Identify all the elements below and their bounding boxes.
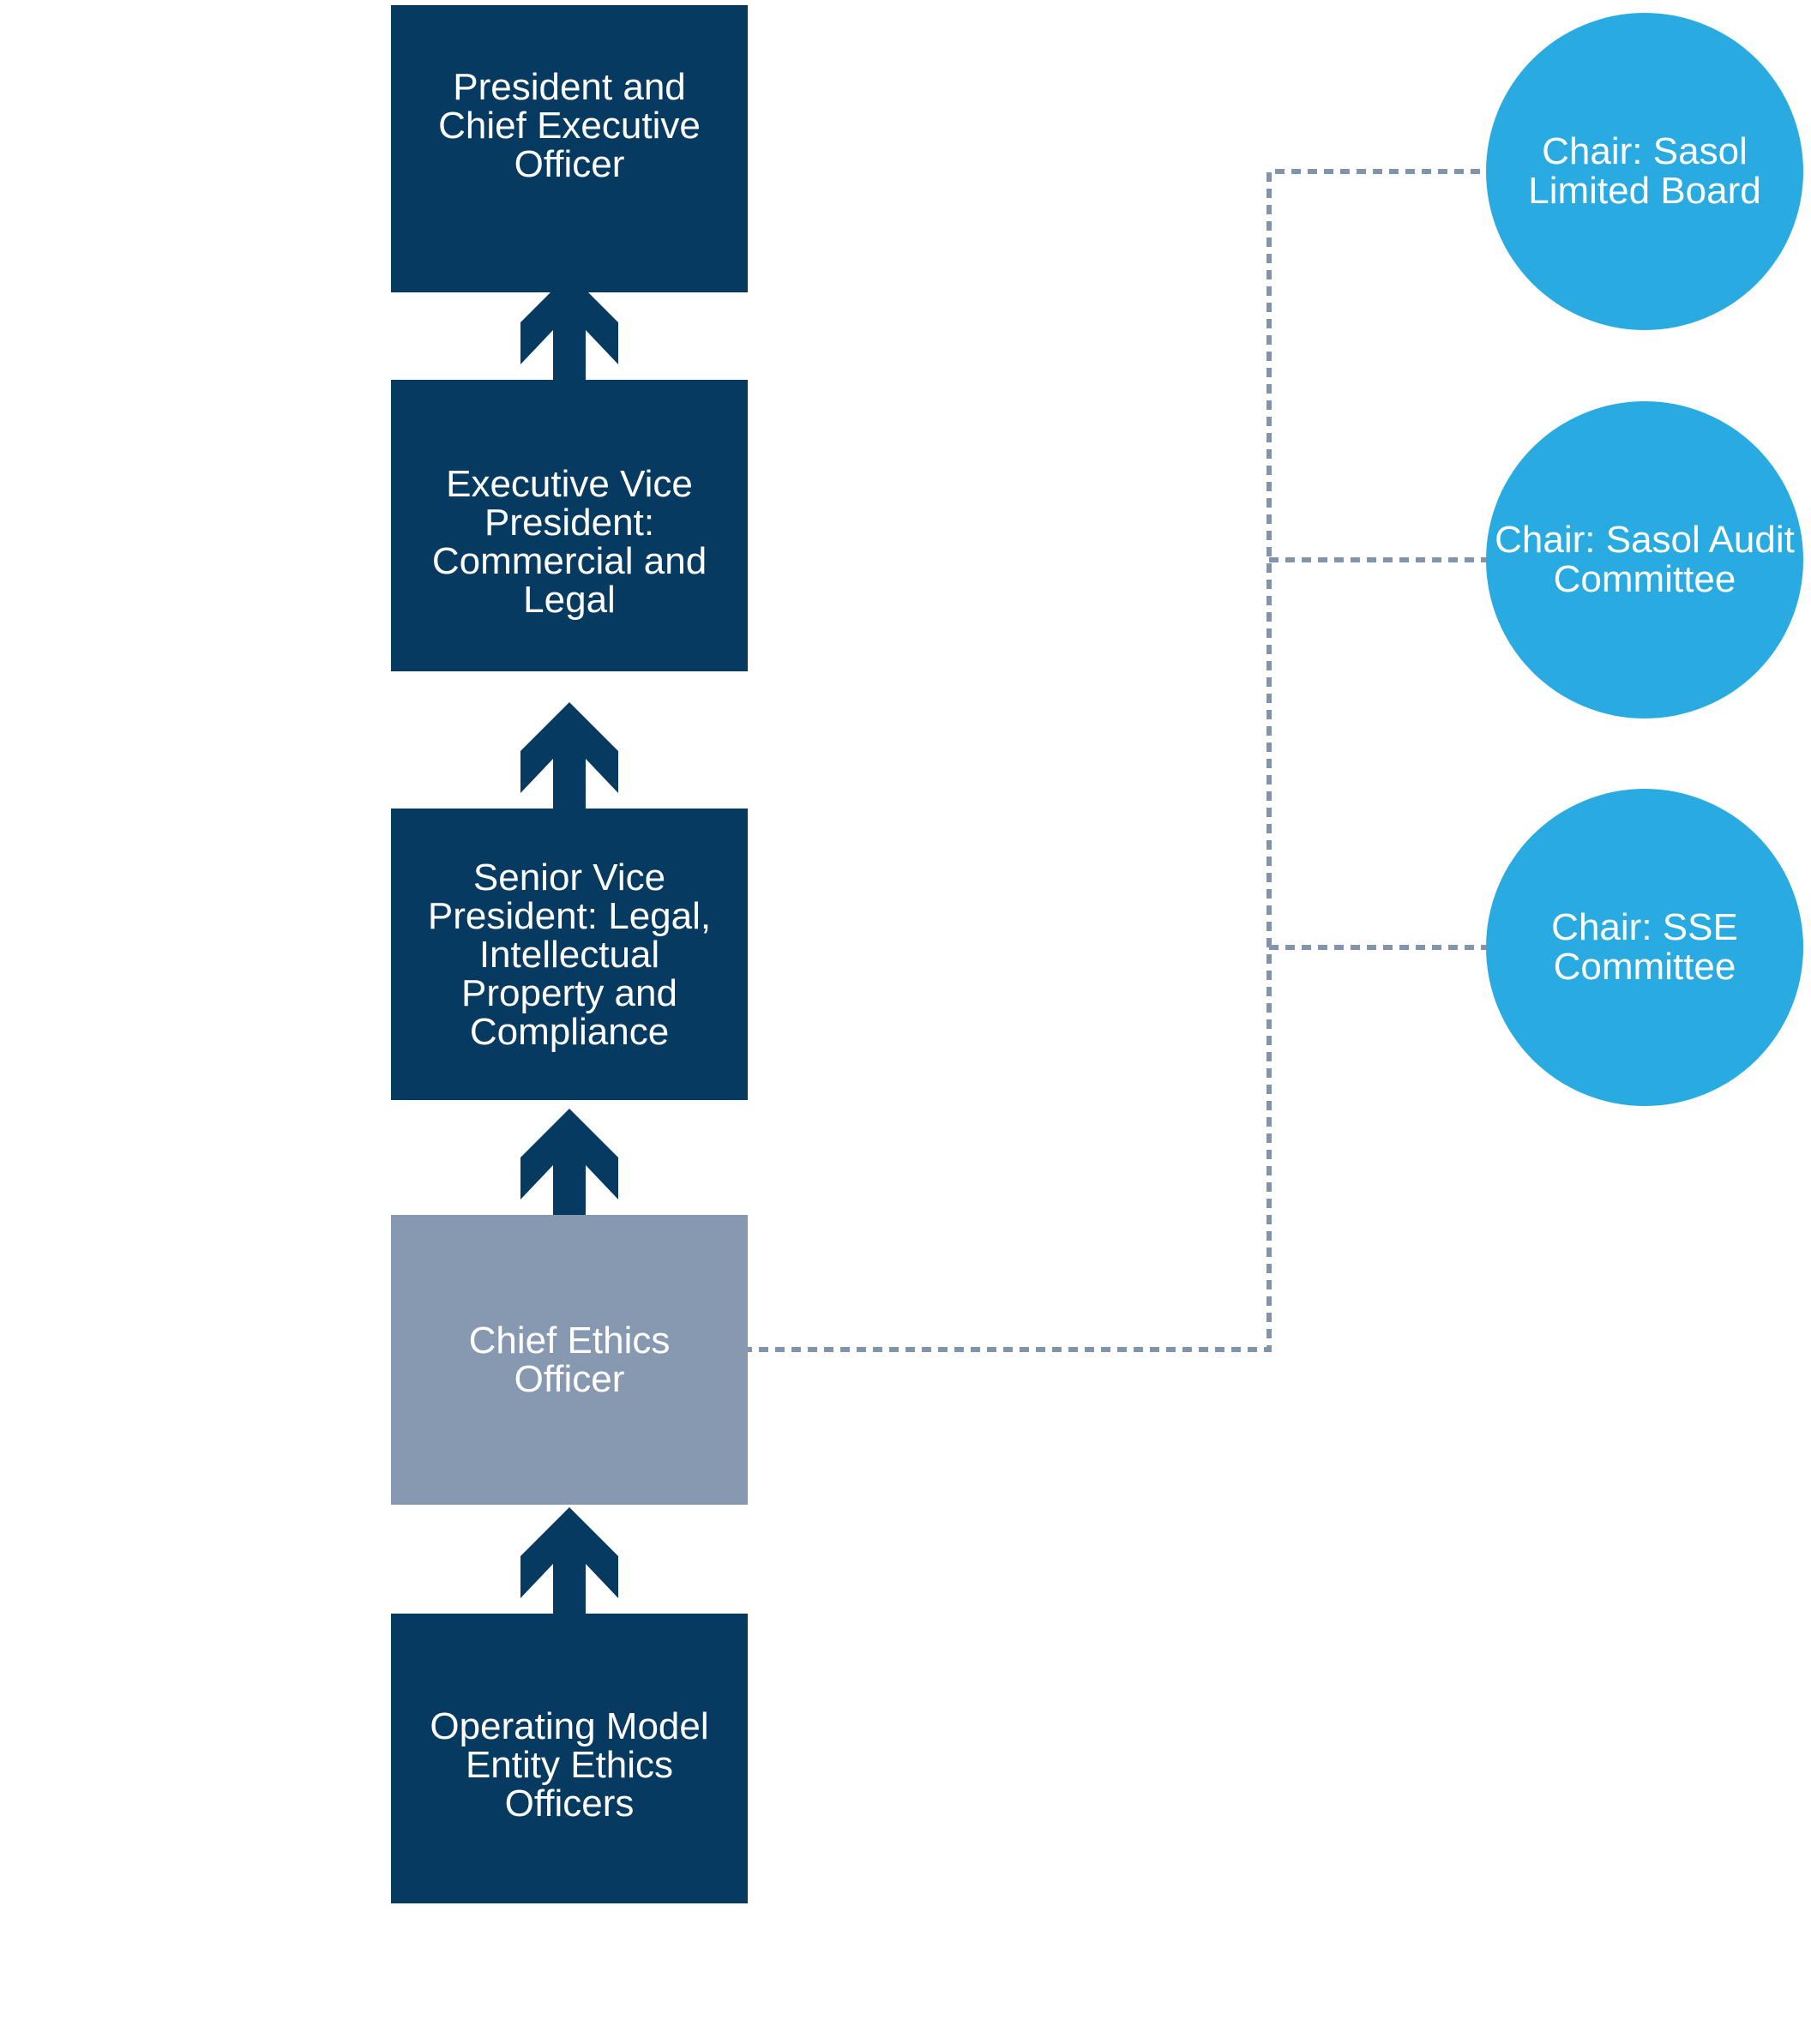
- org-box-label: Operating Model Entity Ethics Officers: [430, 1704, 709, 1825]
- up-arrow-icon: [520, 274, 618, 380]
- org-box-label: Executive Vice President: Commercial and…: [431, 463, 707, 621]
- org-box-evp-commercial-legal: Executive Vice President: Commercial and…: [391, 380, 748, 671]
- committee-circle-label: Chair: Sasol Audit Committee: [1495, 519, 1795, 600]
- org-box-label: President and Chief Executive Officer: [438, 66, 701, 185]
- org-box-chief-ethics-officer: Chief Ethics Officer: [391, 1215, 748, 1505]
- committee-circle-label: Chair: SSE Committee: [1551, 906, 1738, 988]
- org-box-label: Senior Vice President: Legal, Intellectu…: [427, 856, 712, 1053]
- org-box-label: Chief Ethics Officer: [468, 1320, 671, 1400]
- up-arrow-icon: [520, 702, 618, 809]
- org-box-svp-legal-ip-compliance: Senior Vice President: Legal, Intellectu…: [391, 809, 748, 1100]
- committee-circle-label: Chair: Sasol Limited Board: [1528, 130, 1761, 212]
- committee-circle-sasol-audit-committee: Chair: Sasol Audit Committee: [1486, 401, 1803, 718]
- org-box-operating-model-entity-ethics-officers: Operating Model Entity Ethics Officers: [391, 1614, 748, 1903]
- up-arrow-icon: [520, 1109, 618, 1215]
- committee-circle-sse-committee: Chair: SSE Committee: [1486, 789, 1803, 1106]
- up-arrow-icon: [520, 1507, 618, 1614]
- org-box-president-ceo: President and Chief Executive Officer: [391, 5, 748, 292]
- committee-circle-sasol-limited-board: Chair: Sasol Limited Board: [1486, 13, 1803, 330]
